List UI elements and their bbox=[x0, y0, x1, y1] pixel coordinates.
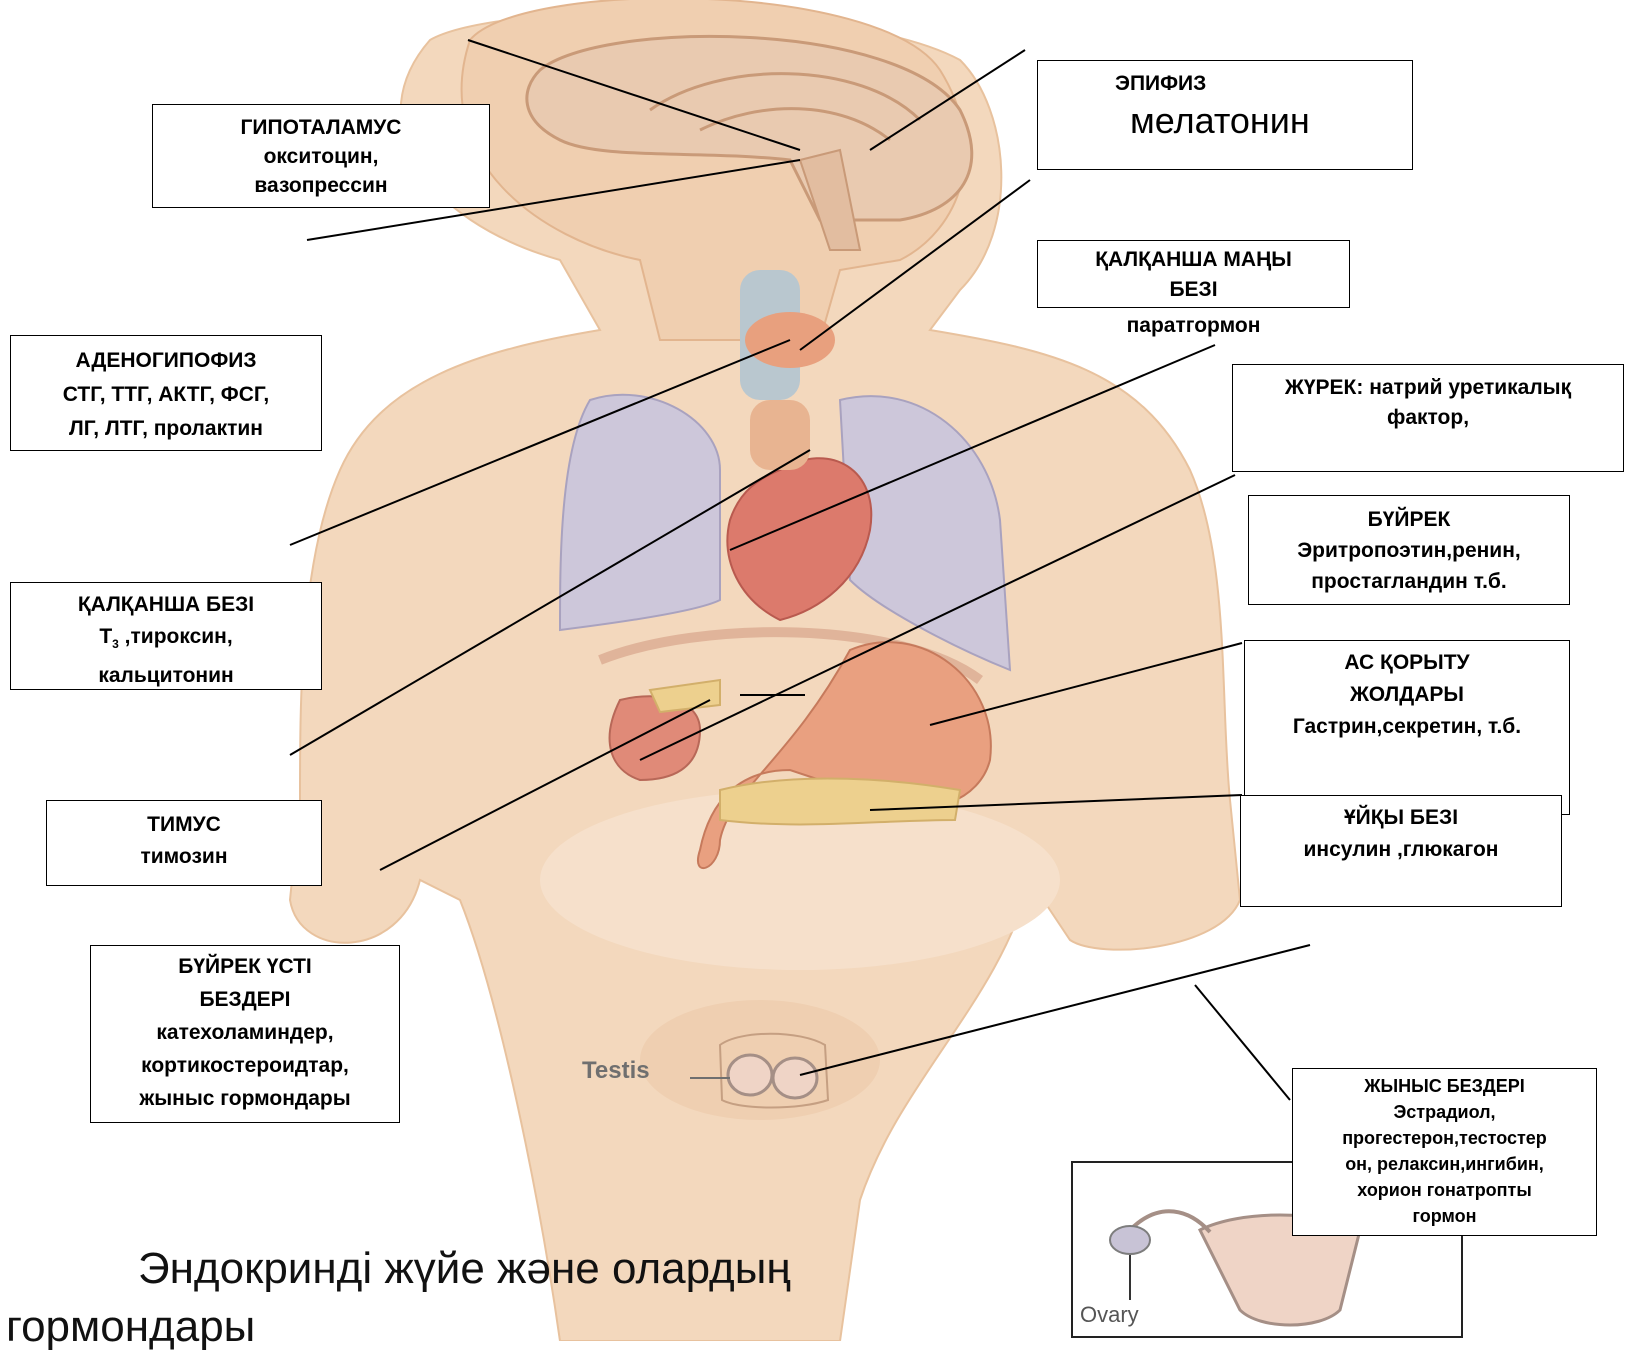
heart-line-1: ЖҮРЕК: натрий уретикалық bbox=[1233, 373, 1623, 403]
gonads-title: ЖЫНЫС БЕЗДЕРІ bbox=[1293, 1073, 1596, 1099]
adrenal-title-1: БҮЙРЕК ҮСТІ bbox=[91, 950, 399, 983]
hypothalamus-hormone-2: вазопрессин bbox=[153, 171, 489, 200]
parathyroid-hormone: паратгормон bbox=[1037, 311, 1350, 341]
adrenal-hormones-2: кортикостероидтар, bbox=[91, 1049, 399, 1082]
testis-label: Testis bbox=[582, 1057, 650, 1084]
gonads-hormones-4: хорион гонатропты bbox=[1293, 1177, 1596, 1203]
thyroid-title: ҚАЛҚАНША БЕЗІ bbox=[11, 589, 321, 621]
digestive-title-1: АС ҚОРЫТУ bbox=[1245, 647, 1569, 679]
digestive-box: АС ҚОРЫТУ ЖОЛДАРЫ Гастрин,секретин, т.б. bbox=[1244, 640, 1570, 815]
kidney-hormones-2: простагландин т.б. bbox=[1249, 566, 1569, 597]
adenohypophysis-title: АДЕНОГИПОФИЗ bbox=[11, 344, 321, 378]
pancreas-hormones: инсулин ,глюкагон bbox=[1241, 834, 1561, 866]
thymus-box: ТИМУС тимозин bbox=[46, 800, 322, 886]
epiphysis-title: ЭПИФИЗ bbox=[1115, 69, 1206, 99]
gonads-hormones-3: он, релаксин,ингибин, bbox=[1293, 1151, 1596, 1177]
thyroid-t-sub: 3 bbox=[112, 637, 119, 651]
gonads-hormones-1: Эстрадиол, bbox=[1293, 1099, 1596, 1125]
adrenal-box: БҮЙРЕК ҮСТІ БЕЗДЕРІ катехоламиндер, корт… bbox=[90, 945, 400, 1123]
adrenal-hormones-1: катехоламиндер, bbox=[91, 1016, 399, 1049]
kidney-box: БҮЙРЕК Эритропоэтин,ренин, простагландин… bbox=[1248, 495, 1570, 605]
adrenal-title-2: БЕЗДЕРІ bbox=[91, 983, 399, 1016]
adenohypophysis-box: АДЕНОГИПОФИЗ СТГ, ТТГ, АКТГ, ФСГ, ЛГ, ЛТ… bbox=[10, 335, 322, 451]
adenohypophysis-hormones-2: ЛГ, ЛТГ, пролактин bbox=[11, 412, 321, 446]
parathyroid-box: ҚАЛҚАНША МАҢЫ БЕЗІ bbox=[1037, 240, 1350, 308]
gonads-box: ЖЫНЫС БЕЗДЕРІ Эстрадиол, прогестерон,тес… bbox=[1292, 1068, 1597, 1236]
thymus-hormone: тимозин bbox=[47, 841, 321, 873]
thyroid-box: ҚАЛҚАНША БЕЗІ Т3 ,тироксин, кальцитонин bbox=[10, 582, 322, 690]
epiphysis-hormone: мелатонин bbox=[1130, 99, 1310, 143]
ovary-label: Ovary bbox=[1080, 1302, 1139, 1327]
heart-line-2: фактор, bbox=[1233, 403, 1623, 433]
hypothalamus-box: ГИПОТАЛАМУС окситоцин, вазопрессин bbox=[152, 104, 490, 208]
parathyroid-line-2: БЕЗІ bbox=[1038, 275, 1349, 305]
gonads-hormones-2: прогестерон,тестостер bbox=[1293, 1125, 1596, 1151]
pancreas-organ bbox=[720, 778, 960, 824]
digestive-hormones: Гастрин,секретин, т.б. bbox=[1245, 711, 1569, 743]
parathyroid-line-1: ҚАЛҚАНША МАҢЫ bbox=[1038, 245, 1349, 275]
epiphysis-box: ЭПИФИЗ мелатонин bbox=[1037, 60, 1413, 170]
left-lung bbox=[560, 395, 720, 630]
thymus-title: ТИМУС bbox=[47, 809, 321, 841]
right-testis bbox=[773, 1058, 817, 1098]
thymus-organ bbox=[750, 400, 810, 470]
ovary-organ bbox=[1110, 1226, 1150, 1254]
kidney-title: БҮЙРЕК bbox=[1249, 504, 1569, 535]
thyroid-rest: ,тироксин, bbox=[119, 625, 233, 648]
line-gonads-b bbox=[1195, 985, 1290, 1100]
heart-box: ЖҮРЕК: натрий уретикалық фактор, bbox=[1232, 364, 1624, 472]
hypothalamus-hormone-1: окситоцин, bbox=[153, 142, 489, 171]
pancreas-title: ҰЙҚЫ БЕЗІ bbox=[1241, 802, 1561, 834]
page-title-line-1: Эндокринді жүйе және олардың bbox=[0, 1240, 1000, 1298]
left-testis bbox=[728, 1055, 772, 1095]
adenohypophysis-hormones-1: СТГ, ТТГ, АКТГ, ФСГ, bbox=[11, 378, 321, 412]
page-title: Эндокринді жүйе және олардың гормондары bbox=[0, 1240, 1000, 1356]
thyroid-line-3: кальцитонин bbox=[11, 660, 321, 692]
digestive-title-2: ЖОЛДАРЫ bbox=[1245, 679, 1569, 711]
thyroid-t: Т bbox=[99, 625, 112, 648]
pancreas-box: ҰЙҚЫ БЕЗІ инсулин ,глюкагон bbox=[1240, 795, 1562, 907]
gonads-hormones-5: гормон bbox=[1293, 1203, 1596, 1229]
hypothalamus-title: ГИПОТАЛАМУС bbox=[153, 113, 489, 142]
thyroid-hormones: Т3 ,тироксин, bbox=[11, 621, 321, 660]
page-title-line-2: гормондары bbox=[0, 1298, 1000, 1356]
adrenal-hormones-3: жыныс гормондары bbox=[91, 1082, 399, 1115]
kidney-hormones-1: Эритропоэтин,ренин, bbox=[1249, 535, 1569, 566]
